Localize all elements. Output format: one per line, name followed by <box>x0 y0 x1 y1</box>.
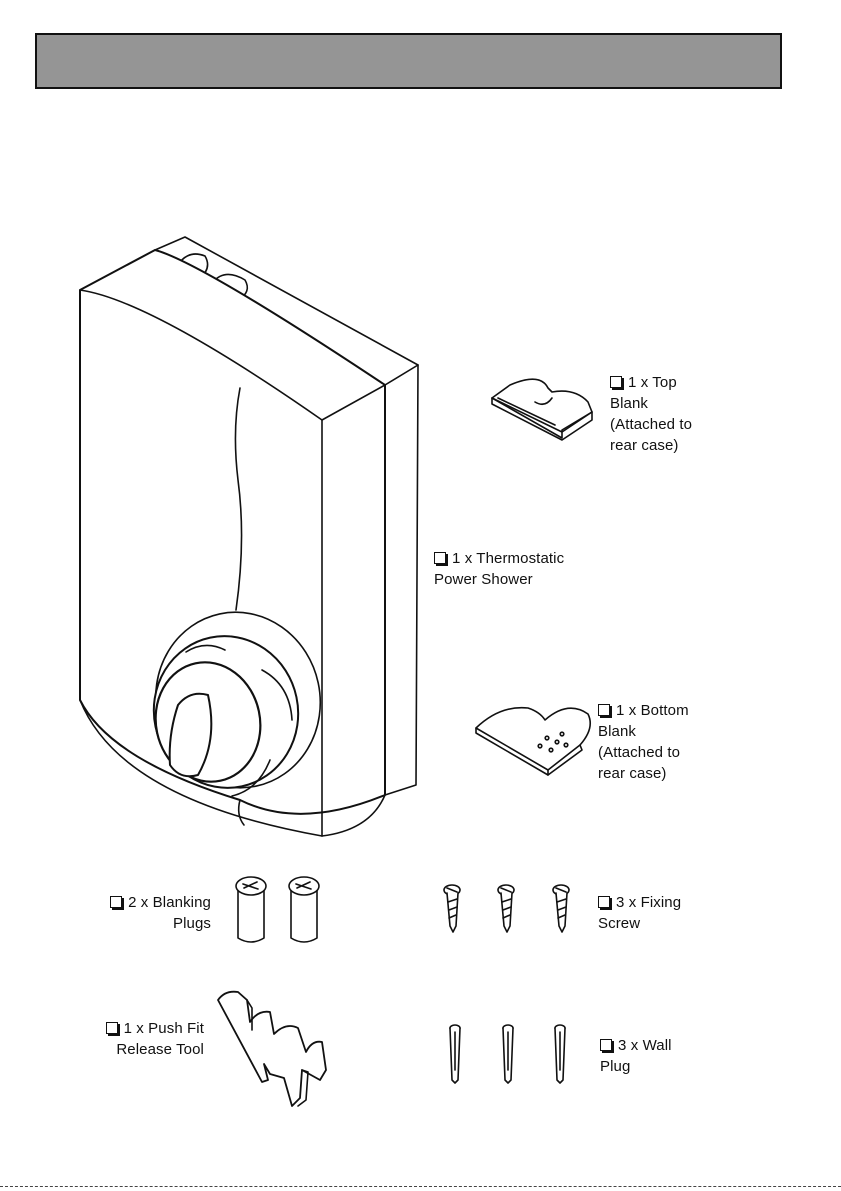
checkbox-icon[interactable] <box>600 1039 612 1051</box>
top-blank-label: 1 x Top Blank (Attached to rear case) <box>610 372 692 456</box>
blanking-plugs-drawing <box>236 877 319 942</box>
release-tool-drawing <box>218 992 326 1106</box>
checkbox-icon[interactable] <box>434 552 446 564</box>
thermostatic-power-shower-drawing <box>80 237 418 836</box>
wall-plugs-drawing <box>450 1025 565 1083</box>
checkbox-icon[interactable] <box>106 1022 118 1034</box>
top-blank-drawing <box>492 379 592 440</box>
release-tool-label: 1 x Push Fit Release Tool <box>80 1018 204 1060</box>
fixing-screws-drawing <box>444 885 569 932</box>
wall-plug-label: 3 x Wall Plug <box>600 1035 672 1077</box>
checkbox-icon[interactable] <box>110 896 122 908</box>
fixing-screw-label: 3 x Fixing Screw <box>598 892 681 934</box>
page-bottom-rule <box>0 1186 841 1187</box>
bottom-blank-drawing <box>476 708 590 775</box>
checkbox-icon[interactable] <box>598 896 610 908</box>
checkbox-icon[interactable] <box>610 376 622 388</box>
bottom-blank-label: 1 x Bottom Blank (Attached to rear case) <box>598 700 689 784</box>
blanking-plugs-label: 2 x Blanking Plugs <box>84 892 211 934</box>
shower-label: 1 x Thermostatic Power Shower <box>434 548 564 590</box>
checkbox-icon[interactable] <box>598 704 610 716</box>
